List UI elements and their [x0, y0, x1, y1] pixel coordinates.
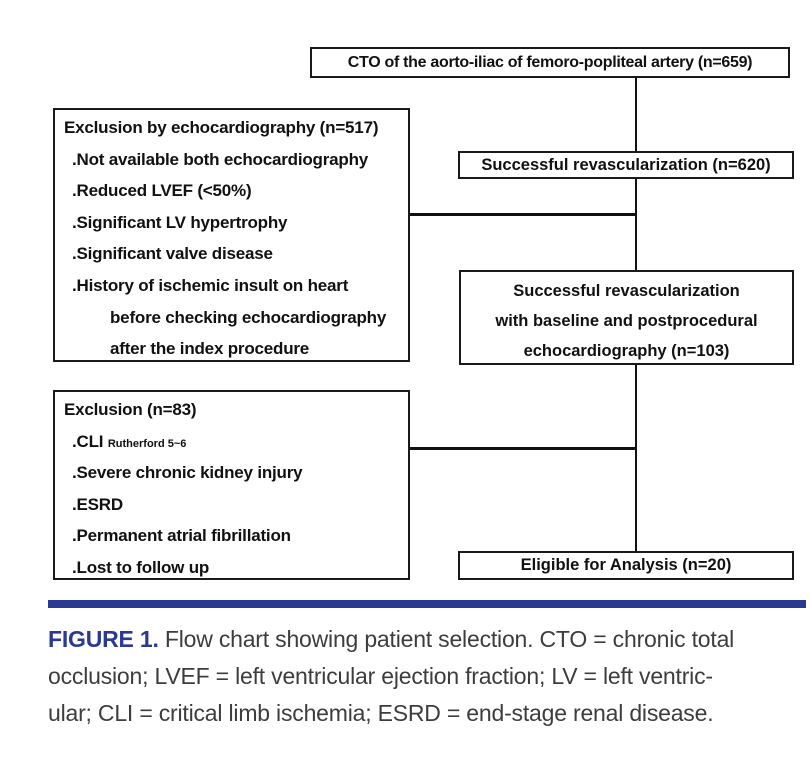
exclusion-item: .ESRD — [72, 494, 123, 514]
caption-divider-bar — [48, 600, 806, 608]
exclusion-echo-item-continuation: after the index procedure — [110, 339, 310, 359]
exclusion-item-cli: .CLI Rutherford 5~6 — [55, 426, 408, 458]
figure-caption: FIGURE 1. Flow chart showing patient sel… — [48, 621, 808, 732]
exclusion-echo-item: .Significant LV hypertrophy — [72, 212, 288, 232]
node-successful-revascularization: Successful revascularization (n=620) — [458, 151, 794, 179]
node-exclusion: Exclusion (n=83) .CLI Rutherford 5~6 .Se… — [53, 390, 410, 580]
node-exclusion-by-echocardiography: Exclusion by echocardiography (n=517) .N… — [53, 108, 410, 362]
caption-line-2: occlusion; LVEF = left ventricular eject… — [48, 663, 713, 689]
exclusion-item: .Severe chronic kidney injury — [72, 463, 303, 483]
exclusion-item: .Permanent atrial fibrillation — [72, 526, 291, 546]
exclusion-title: Exclusion (n=83) — [64, 400, 197, 419]
node-successful-revascularization-label: Successful revascularization (n=620) — [481, 155, 771, 174]
node-eligible-for-analysis: Eligible for Analysis (n=20) — [458, 551, 794, 580]
exclusion-item: .Lost to follow up — [72, 557, 210, 577]
exclusion-echo-item: .Reduced LVEF (<50%) — [72, 181, 252, 201]
node-revascularization-with-echo-line3: echocardiography (n=103) — [523, 342, 730, 360]
exclusion-echo-item: .Not available both echocardiography — [72, 149, 369, 169]
exclusion-echo-item: .History of ischemic insult on heart — [72, 275, 349, 295]
caption-line-1: FIGURE 1. Flow chart showing patient sel… — [48, 621, 808, 658]
exclusion-echo-item: .Significant valve disease — [72, 244, 273, 264]
exclusion-item-cli-rutherford: Rutherford 5~6 — [107, 437, 187, 450]
exclusion-echo-title: Exclusion by echocardiography (n=517) — [64, 118, 379, 137]
node-cto-artery: CTO of the aorto-iliac of femoro-poplite… — [310, 47, 790, 78]
caption-line-1-text: Flow chart showing patient selection. CT… — [164, 626, 735, 652]
node-revascularization-with-echo: Successful revascularization with baseli… — [459, 270, 794, 365]
flow-connector-exclusion — [410, 447, 636, 450]
caption-line-3: ular; CLI = critical limb ischemia; ESRD… — [48, 700, 714, 726]
node-revascularization-with-echo-line1: Successful revascularization — [513, 282, 740, 300]
node-cto-artery-label: CTO of the aorto-iliac of femoro-poplite… — [347, 53, 753, 71]
node-eligible-for-analysis-label: Eligible for Analysis (n=20) — [520, 556, 732, 574]
flow-connector-exclusion-echo — [410, 213, 636, 216]
node-revascularization-with-echo-line2: with baseline and postprocedural — [495, 312, 758, 330]
exclusion-item-cli-main: .CLI — [72, 431, 104, 451]
exclusion-echo-item-continuation: before checking echocardiography — [110, 307, 387, 327]
figure-number-label: FIGURE 1. — [48, 626, 159, 652]
